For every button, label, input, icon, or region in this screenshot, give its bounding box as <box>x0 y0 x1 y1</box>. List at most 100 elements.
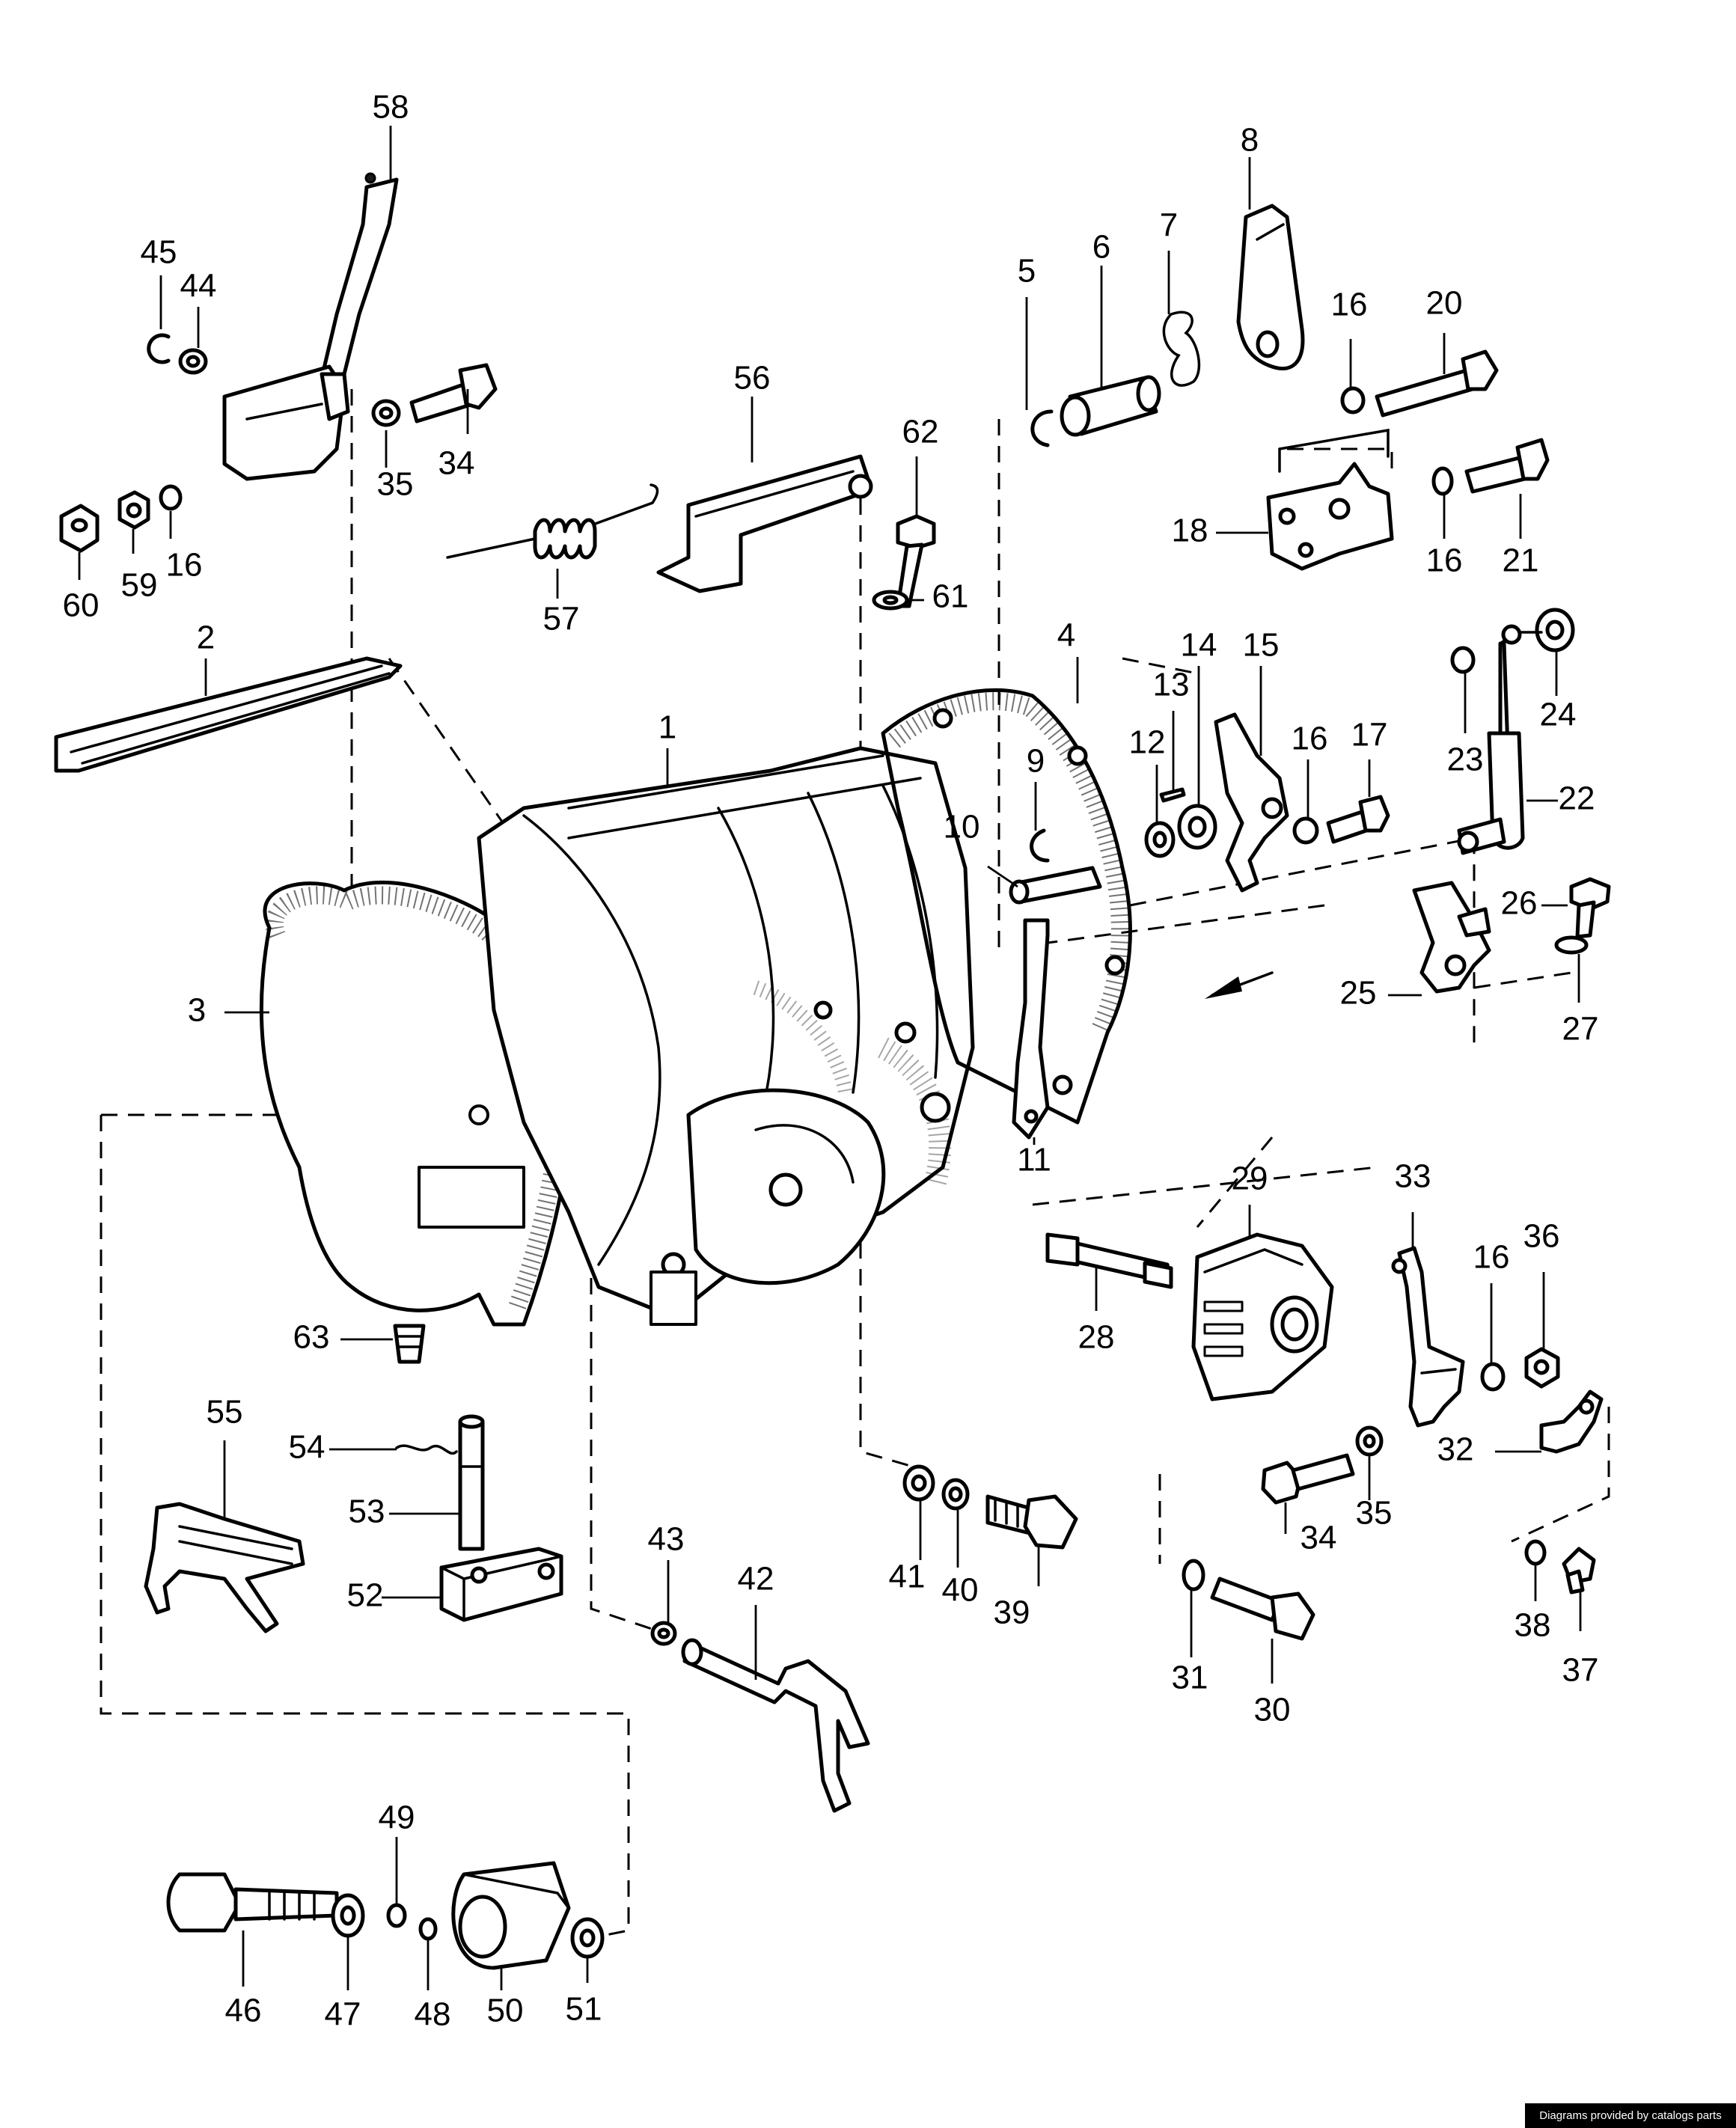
label-18: 18 <box>1172 513 1208 549</box>
label-3: 3 <box>188 992 206 1029</box>
part-36-nut <box>1524 1347 1560 1389</box>
part-15-lever <box>1214 712 1289 893</box>
part-1-housing <box>477 746 975 1326</box>
label-42: 42 <box>738 1561 774 1597</box>
label-5: 5 <box>1018 253 1036 290</box>
leader-lines <box>78 126 1582 1990</box>
part-8-lever <box>1236 204 1305 370</box>
label-28: 28 <box>1078 1319 1115 1356</box>
part-9-circlip <box>1030 828 1050 863</box>
label-35-top: 35 <box>377 466 414 503</box>
label-54: 54 <box>289 1429 326 1466</box>
label-2: 2 <box>197 620 215 656</box>
label-11: 11 <box>1017 1142 1051 1178</box>
part-45-clip <box>147 333 171 364</box>
label-16-c: 16 <box>1426 542 1463 579</box>
part-41-washer <box>902 1464 935 1502</box>
part-63-plug <box>393 1324 426 1364</box>
label-49: 49 <box>379 1800 415 1836</box>
label-59: 59 <box>121 567 158 604</box>
label-20: 20 <box>1426 285 1463 322</box>
part-55-bracket <box>144 1502 305 1633</box>
part-62-bolt <box>896 514 936 608</box>
part-51-washer <box>570 1917 605 1959</box>
callout-labels: 58 45 44 34 35 60 59 16 2 56 57 62 61 1 … <box>63 89 1599 2033</box>
label-9: 9 <box>1027 743 1045 780</box>
label-8: 8 <box>1241 122 1259 159</box>
label-16-b: 16 <box>1331 287 1368 323</box>
credit-badge: Diagrams provided by catalogs parts <box>1525 2103 1736 2128</box>
label-34-bottom: 34 <box>1301 1520 1337 1556</box>
label-44: 44 <box>180 268 217 305</box>
part-38-washer <box>1524 1539 1547 1566</box>
part-61-washer <box>872 590 909 611</box>
label-51: 51 <box>566 1991 602 2028</box>
part-47-washer <box>331 1893 365 1938</box>
part-53-pin <box>458 1414 485 1551</box>
label-32: 32 <box>1437 1431 1474 1468</box>
part-43-seal <box>650 1621 677 1646</box>
label-61: 61 <box>932 578 969 615</box>
part-6-sleeve <box>1060 375 1161 437</box>
label-52: 52 <box>347 1577 384 1614</box>
part-31-washer <box>1182 1559 1205 1592</box>
label-16-d: 16 <box>1292 721 1328 757</box>
label-31: 31 <box>1172 1660 1208 1696</box>
part-37-screw <box>1562 1547 1596 1595</box>
label-16-a: 16 <box>166 547 203 584</box>
part-32-bracket <box>1539 1389 1604 1454</box>
part-22-rod-assembly <box>1457 624 1543 855</box>
label-13: 13 <box>1153 667 1190 703</box>
part-52-block <box>439 1547 563 1622</box>
part-4-cover-gasket <box>881 688 1132 1125</box>
label-17: 17 <box>1351 717 1388 753</box>
label-26: 26 <box>1501 885 1538 922</box>
part-10-shaft <box>1009 866 1102 905</box>
direction-arrow <box>1205 971 1274 999</box>
part-16-washer-b <box>1340 386 1366 415</box>
part-56-plate <box>656 454 873 593</box>
label-1: 1 <box>658 709 676 746</box>
part-57-spring <box>446 483 659 560</box>
label-62: 62 <box>902 414 939 450</box>
part-58-lever <box>320 172 399 380</box>
part-35-washer-bottom <box>1355 1425 1384 1457</box>
label-55: 55 <box>207 1394 243 1431</box>
label-63: 63 <box>293 1319 330 1356</box>
part-20-bolt <box>1375 349 1499 418</box>
part-16-washer-d <box>1292 816 1319 845</box>
part-25-lever-assembly <box>1412 881 1491 994</box>
part-46-shaft-plug <box>166 1872 339 1933</box>
label-41: 41 <box>889 1559 926 1595</box>
label-45: 45 <box>141 234 177 271</box>
label-47: 47 <box>325 1996 361 2033</box>
part-34-bolt-bottom <box>1261 1453 1355 1505</box>
part-35-washer-top <box>371 399 401 427</box>
part-50-housing <box>451 1861 571 1970</box>
label-30: 30 <box>1254 1692 1291 1728</box>
label-60: 60 <box>63 587 100 624</box>
label-6: 6 <box>1092 229 1110 266</box>
label-14: 14 <box>1181 627 1217 664</box>
label-50: 50 <box>487 1993 524 2029</box>
label-10: 10 <box>944 809 980 846</box>
part-24-nut <box>1535 608 1575 652</box>
label-46: 46 <box>225 1993 262 2029</box>
label-12: 12 <box>1129 724 1166 761</box>
label-58: 58 <box>373 89 409 126</box>
label-34-top: 34 <box>438 445 475 482</box>
label-38: 38 <box>1515 1607 1551 1644</box>
part-28-shaft <box>1045 1232 1173 1289</box>
part-21-bolt <box>1464 438 1550 494</box>
bracket-assembly <box>222 364 350 481</box>
part-29-cover <box>1191 1232 1334 1401</box>
label-27: 27 <box>1562 1011 1599 1048</box>
part-16-washer-a <box>159 484 183 511</box>
part-49-oring <box>386 1903 407 1928</box>
part-39-plug <box>985 1494 1078 1550</box>
part-59-nut <box>117 490 150 530</box>
part-23-washer <box>1450 646 1476 674</box>
part-7-spring-clip <box>1162 311 1201 387</box>
part-26-bolt <box>1569 877 1611 939</box>
